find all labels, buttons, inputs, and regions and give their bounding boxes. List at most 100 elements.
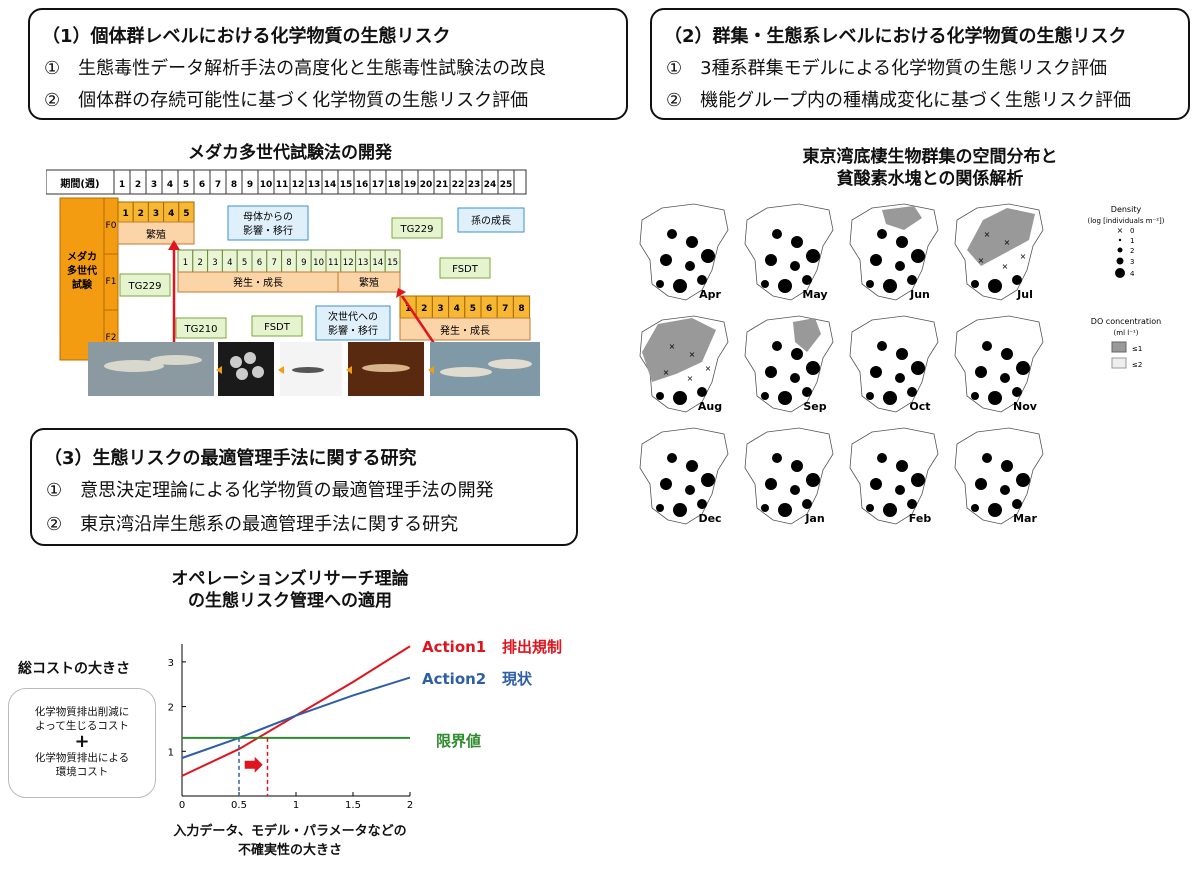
callout-fsdt-b: FSDT [452, 264, 479, 275]
density-dot [896, 348, 908, 360]
f1-number: 1 [183, 258, 188, 268]
f1-number: 4 [227, 258, 232, 268]
y-tick-label: 3 [168, 658, 174, 669]
density-dot [988, 503, 1002, 517]
density-dot [866, 504, 874, 512]
week-number: 23 [468, 180, 481, 190]
or-xlabel-line1: 入力データ、モデル・パラメータなどの [173, 824, 407, 839]
zero-marker: × [663, 368, 670, 377]
month-label: Jun [909, 288, 930, 301]
density-dot [988, 279, 1002, 293]
density-dot [971, 392, 979, 400]
density-dot [988, 391, 1002, 405]
action2-line [181, 676, 411, 759]
week-number: 12 [292, 180, 305, 190]
density-dot [1000, 373, 1010, 383]
hypoxic-area [882, 206, 922, 230]
zero-marker: × [1002, 262, 1009, 271]
density-dot [870, 366, 882, 378]
tokyo-title: 東京湾底棲生物群集の空間分布と 貧酸素水塊との関係解析 [740, 146, 1120, 190]
week-number: 24 [484, 180, 497, 190]
threshold-label: 限界値 [436, 732, 481, 750]
density-dot [806, 361, 820, 375]
density-dot [982, 453, 992, 463]
density-dot [866, 280, 874, 288]
or-title-line1: オペレーションズリサーチ理論 [171, 569, 409, 589]
x-tick-label: 1 [293, 800, 299, 811]
f2-number: 3 [437, 304, 443, 314]
density-dot [761, 392, 769, 400]
density-dot [806, 249, 820, 263]
week-number: 1 [119, 180, 125, 190]
week-number: 10 [260, 180, 273, 190]
month-label: Jul [1016, 288, 1033, 301]
callout-grandchild: 孫の成長 [471, 215, 511, 227]
cost-box: 化学物質排出削減に よって生じるコスト + 化学物質排出による 環境コスト [8, 688, 156, 798]
callout-tg229-b: TG229 [400, 224, 434, 235]
or-ylabel: 総コストの大きさ [18, 661, 130, 677]
month-label: Oct [909, 400, 930, 413]
box1-item1: ① 生態毒性データ解析手法の高度化と生態毒性試験法の改良 [44, 58, 547, 79]
svg-text:×: × [1117, 226, 1124, 235]
f1-number: 11 [328, 258, 339, 268]
density-dot [802, 499, 812, 509]
density-dot [791, 460, 803, 472]
row-f2: F2 [106, 333, 117, 343]
month-map: Jun [849, 203, 939, 301]
f0-breeding: 繁殖 [146, 228, 166, 241]
tokyo-legend: Density (log [individuals m⁻²]) × 0 1 2 … [1088, 205, 1165, 369]
density-dot [697, 275, 707, 285]
legend-density-2: 2 [1130, 247, 1134, 255]
row-f1: F1 [106, 277, 117, 287]
week-number: 25 [500, 180, 513, 190]
density-dot [673, 391, 687, 405]
f1-number: 8 [286, 258, 291, 268]
cost1-line2: よって生じるコスト [35, 720, 129, 732]
density-dot [895, 485, 905, 495]
f1-growth: 発生・成長 [233, 276, 283, 289]
cost-plus: + [74, 731, 90, 752]
week-number: 16 [356, 180, 369, 190]
week-cell [497, 169, 515, 195]
density-dot [971, 504, 979, 512]
week-number: 21 [436, 180, 449, 190]
box3-item1: ① 意思決定理論による化学物質の最適管理手法の開発 [46, 480, 494, 501]
zero-marker: × [1004, 238, 1011, 247]
legend-do-sub: (ml l⁻¹) [1114, 329, 1139, 337]
density-dot [660, 254, 672, 266]
zero-marker: × [669, 342, 676, 351]
x-tick-label: 1.5 [345, 800, 361, 811]
week-number: 9 [247, 180, 253, 190]
week-number: 17 [372, 180, 385, 190]
week-number: 4 [167, 180, 173, 190]
density-dot [791, 236, 803, 248]
hypoxic-area [793, 318, 821, 352]
medaka-title: メダカ多世代試験法の開発 [188, 143, 392, 163]
y-tick-label: 1 [168, 747, 174, 758]
density-dot [1012, 275, 1022, 285]
legend-density-4: 4 [1130, 270, 1135, 278]
f0-number: 4 [168, 209, 174, 219]
density-dot [761, 504, 769, 512]
density-dot [895, 261, 905, 271]
density-dot [896, 460, 908, 472]
box3-title: （3）生態リスクの最適管理手法に関する研究 [44, 448, 417, 469]
month-map: Feb [849, 427, 939, 525]
f2-number: 1 [405, 304, 411, 314]
month-map: Mar [954, 427, 1044, 525]
shift-arrow [244, 756, 263, 773]
density-dot [866, 392, 874, 400]
callout-nextgen-1: 次世代への [328, 310, 378, 323]
week-number: 2 [135, 180, 141, 190]
f2-number: 7 [502, 304, 508, 314]
action2-name: Action2 [422, 670, 486, 688]
f1-number: 13 [358, 258, 369, 268]
density-dot [895, 373, 905, 383]
f1-number: 2 [197, 258, 202, 268]
zero-marker: × [984, 230, 991, 239]
hypoxic-area [967, 208, 1035, 266]
action1-name: Action1 [422, 638, 486, 656]
